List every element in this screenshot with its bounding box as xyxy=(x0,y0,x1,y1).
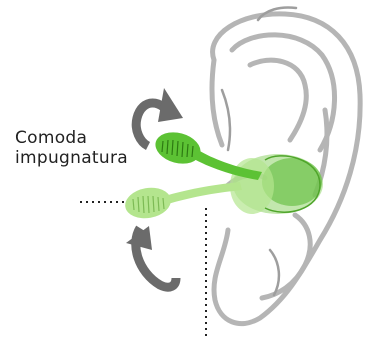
comfortable-grip-caption: Comoda impugnatura xyxy=(15,128,128,168)
grip-handle-upper xyxy=(152,128,262,180)
caption-line-1: Comoda xyxy=(15,128,128,148)
caption-line-2: impugnatura xyxy=(15,148,128,168)
grip-handle-lower xyxy=(123,182,242,222)
rotate-down-arrow-icon xyxy=(126,226,176,287)
earplug xyxy=(230,154,323,214)
